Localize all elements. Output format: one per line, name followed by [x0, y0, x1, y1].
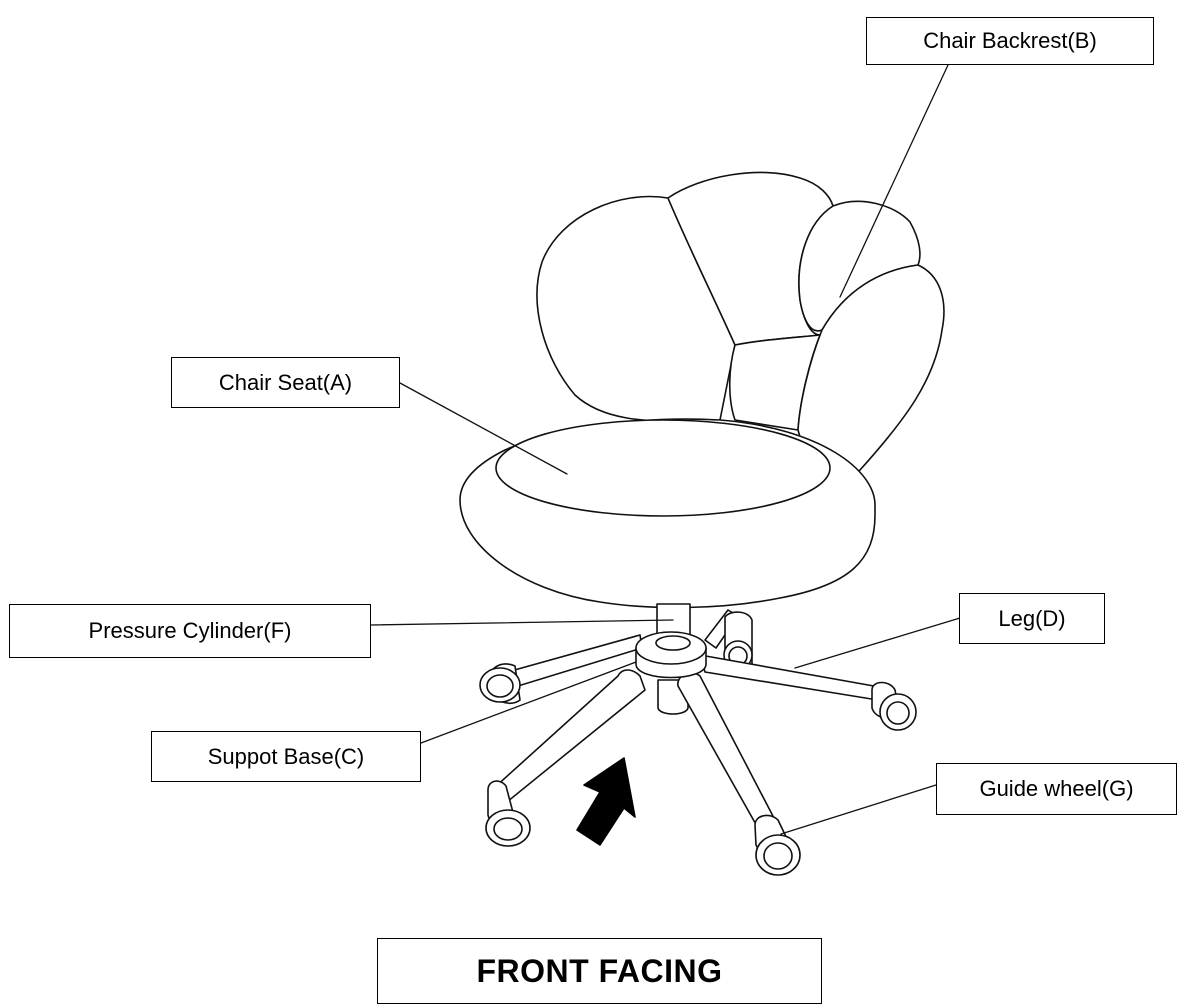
leader-leg — [794, 617, 961, 669]
leader-cylinder — [370, 619, 674, 626]
leader-lines — [370, 64, 961, 835]
label-support-base: Suppot Base(C) — [151, 731, 421, 782]
label-guide-wheel: Guide wheel(G) — [936, 763, 1177, 815]
label-chair-seat: Chair Seat(A) — [171, 357, 400, 408]
leader-base — [420, 661, 637, 744]
label-pressure-cylinder: Pressure Cylinder(F) — [9, 604, 371, 658]
chair-backrest — [536, 171, 945, 483]
label-leg: Leg(D) — [959, 593, 1105, 644]
front-direction-arrow-icon — [576, 757, 636, 846]
chair-seat — [459, 418, 876, 609]
chair-front-legs — [485, 669, 801, 876]
leader-wheel — [780, 784, 937, 835]
label-front-facing: FRONT FACING — [377, 938, 822, 1004]
leader-seat — [399, 382, 568, 475]
support-base — [635, 631, 707, 679]
chair-leg-right — [699, 654, 917, 731]
leader-backrest — [839, 64, 949, 298]
label-chair-backrest: Chair Backrest(B) — [866, 17, 1154, 65]
